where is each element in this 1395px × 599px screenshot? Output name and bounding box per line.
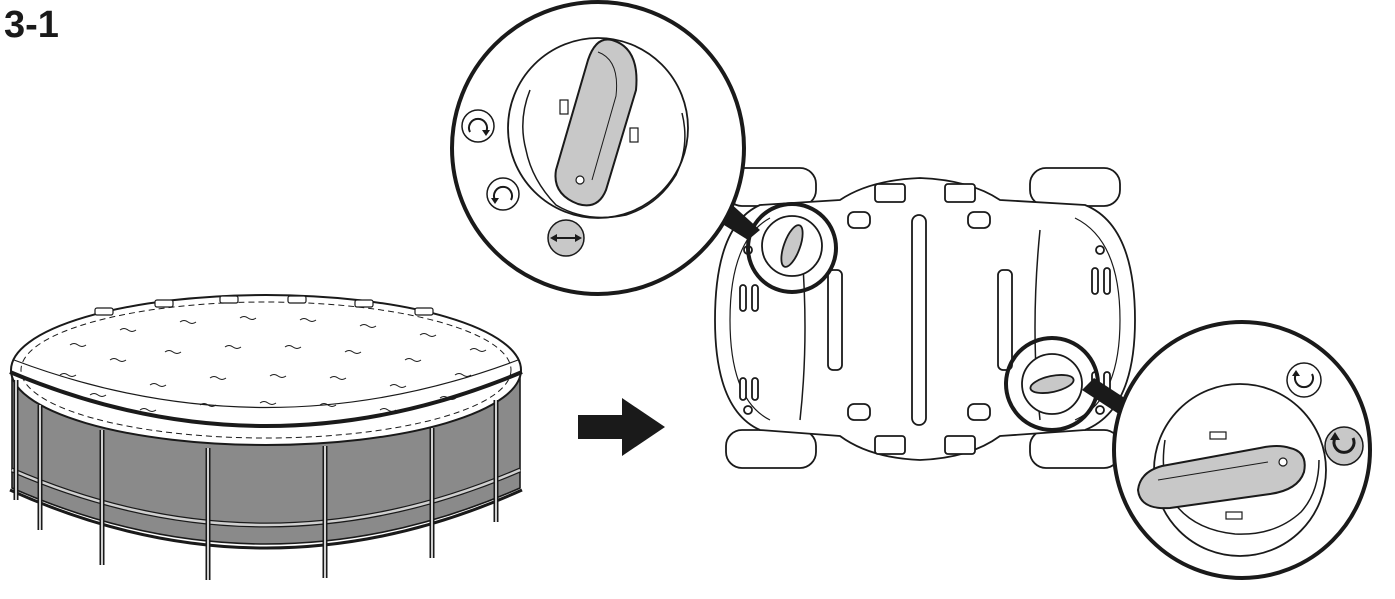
cover-texture bbox=[59, 316, 487, 412]
rotate-counterclockwise-icon bbox=[1286, 362, 1322, 398]
center-ridge bbox=[911, 214, 927, 426]
right-arrow-icon bbox=[578, 398, 665, 456]
highlight-ring-left bbox=[746, 202, 838, 294]
wheel-bottom-left bbox=[725, 429, 817, 469]
pool-top-rail bbox=[9, 370, 523, 428]
rotate-clockwise-icon bbox=[461, 109, 495, 143]
step-label: 3-1 bbox=[4, 4, 59, 46]
dial-handle-right bbox=[1136, 445, 1306, 510]
wheel-top-right bbox=[1029, 167, 1121, 207]
above-ground-pool bbox=[9, 294, 523, 580]
rotate-counterclockwise-icon bbox=[486, 177, 520, 211]
robot-cleaner bbox=[714, 167, 1136, 469]
detail-callout-left bbox=[450, 0, 746, 296]
cover-clips bbox=[94, 295, 434, 316]
horizontal-double-arrow-icon bbox=[547, 219, 585, 257]
wheel-bottom-right bbox=[1029, 429, 1121, 469]
pool-cover bbox=[10, 294, 522, 446]
rotate-counterclockwise-selected-icon bbox=[1324, 426, 1364, 466]
